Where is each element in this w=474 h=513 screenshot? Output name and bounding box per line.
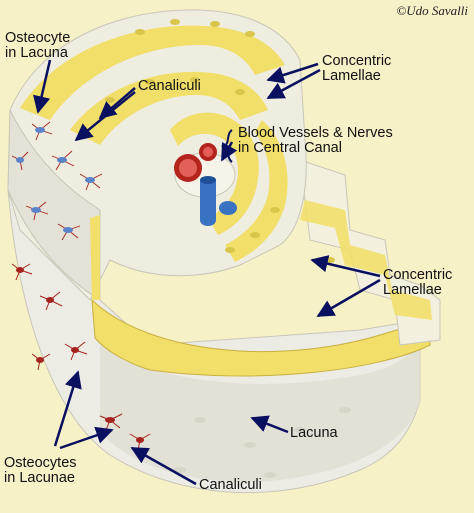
arrow-canaliculi-top-2 [74,91,136,142]
arrow-lacuna [250,415,289,434]
lower-yellow-band [91,298,431,377]
arrow-canaliculi-top-1 [98,87,136,120]
arrow-osteocytes-2 [59,426,114,450]
brace-blood-vessels [220,129,233,163]
arrow-osteocyte-lacuna [33,59,52,114]
arrow-concentric-right-1 [310,255,381,278]
right-steps-yellow [300,200,432,320]
arrow-concentric-top-2 [266,68,321,100]
front-yellow-stripe [90,215,100,300]
outer-cylinder-shade [100,340,420,482]
arrow-osteocytes-1 [53,370,82,447]
arrow-concentric-right-2 [316,278,381,318]
lacunae-dots [105,19,335,263]
arrow-canaliculi-bottom [130,446,197,486]
label-canaliculi-top: Canaliculi [138,78,201,94]
pointer-arrows [33,59,381,486]
label-canaliculi-bottom: Canaliculi [199,477,262,493]
surface-osteocyte-bodies [16,267,144,443]
central-canal [174,143,237,226]
label-lacuna: Lacuna [290,425,338,441]
cut-face-osteocytes [11,121,103,241]
upper-lamella-yellow-4 [225,120,288,262]
photo-credit: ©Udo Savalli [396,3,468,18]
surface-lacunae [174,407,351,478]
upper-lamella-yellow-2 [70,71,268,145]
arrow-concentric-top-1 [266,62,319,84]
